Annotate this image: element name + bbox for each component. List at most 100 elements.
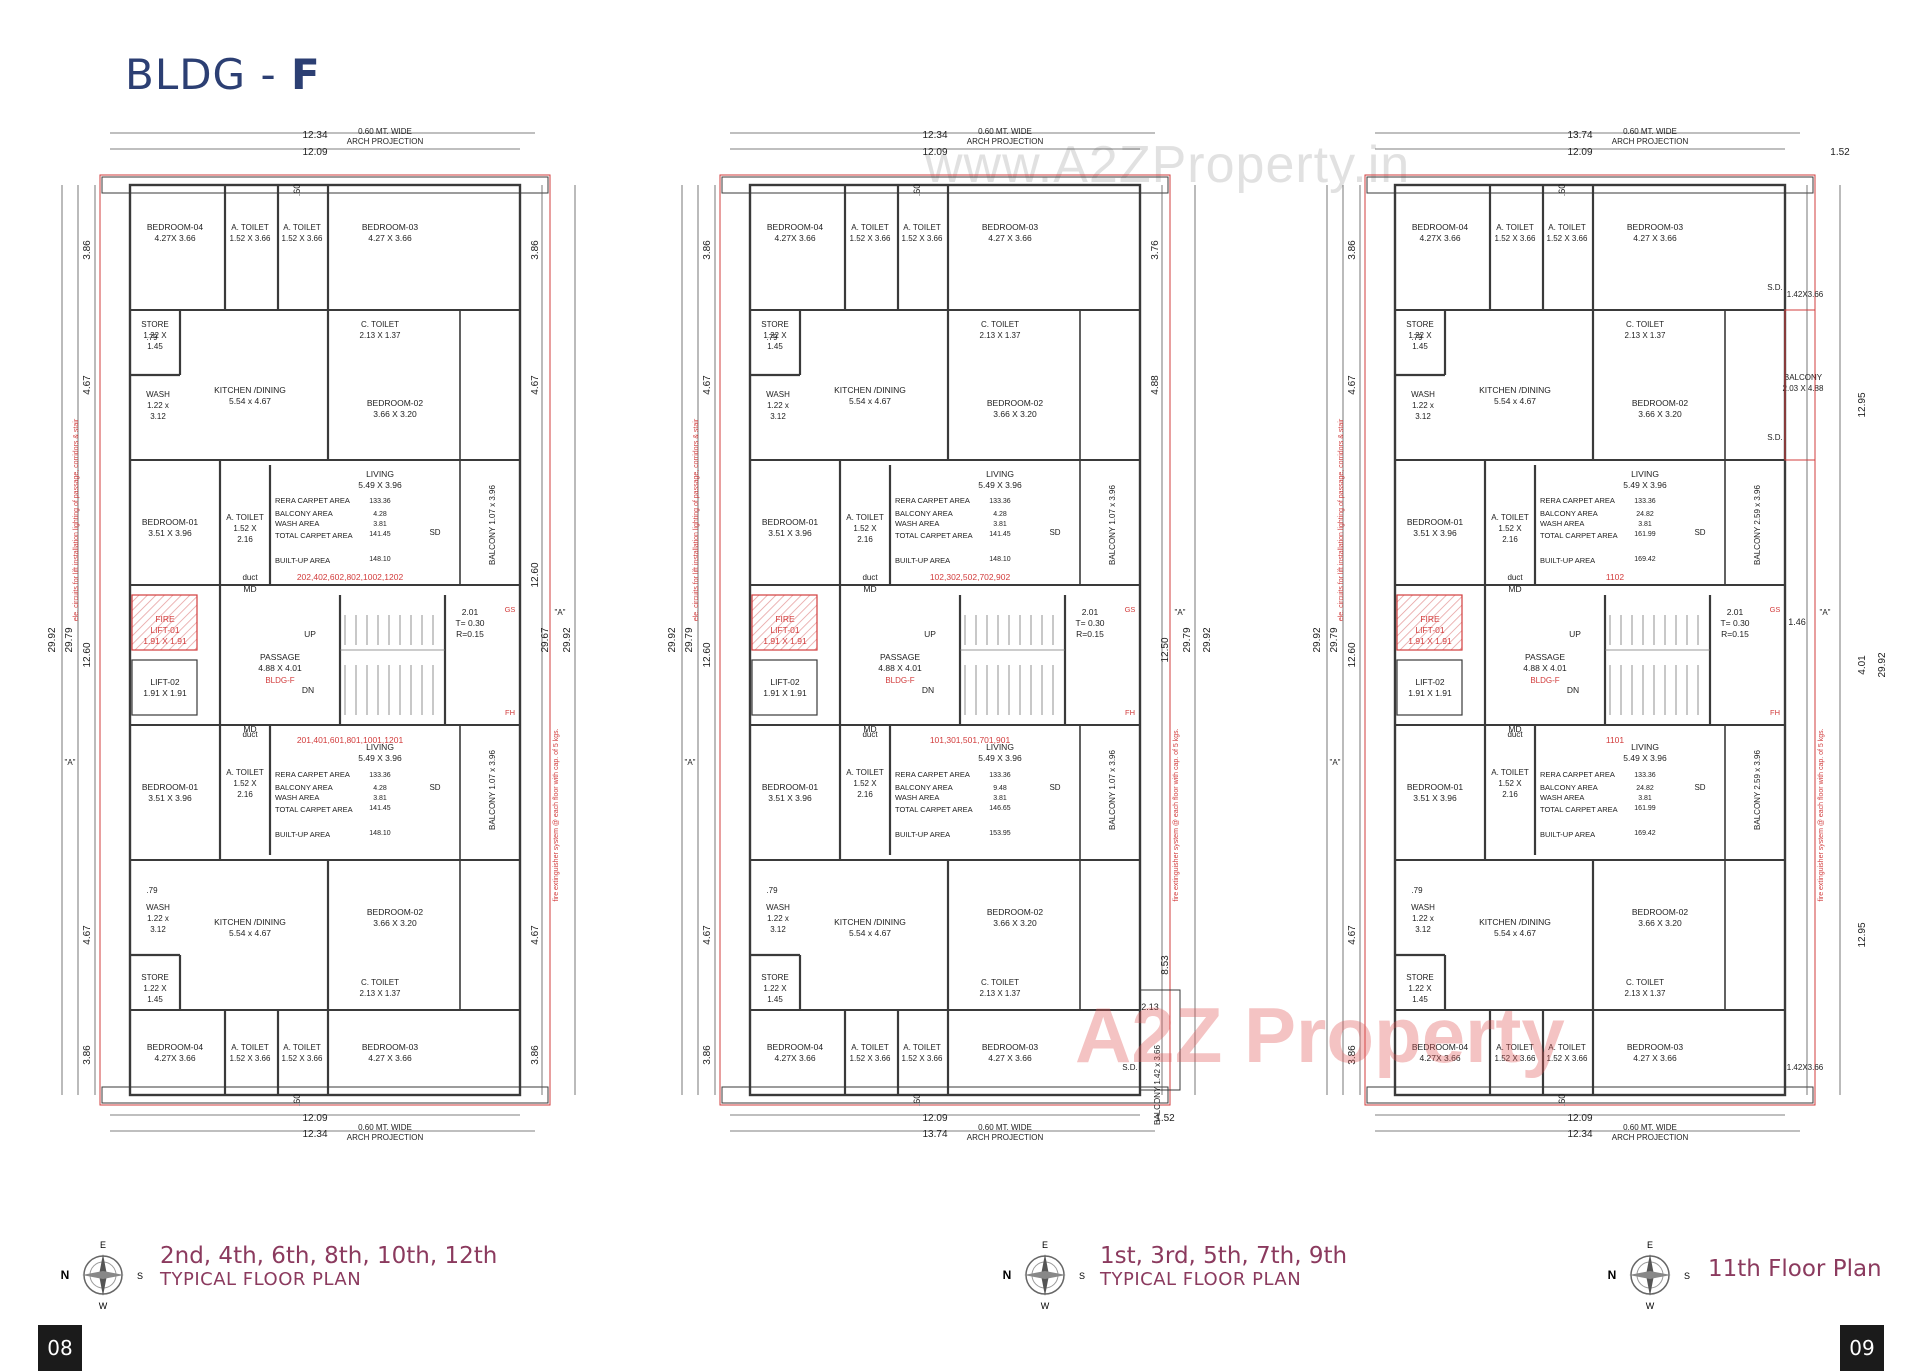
dimension-label: 4.67 [82,925,93,945]
room-label: KITCHEN /DINING [214,385,286,395]
dimension-label: 4.67 [1347,925,1358,945]
room-label: 1.52 X 3.66 [1547,1054,1588,1063]
duct-label: duct [862,573,878,582]
arch-projection [99,174,551,1106]
area-label: BALCONY AREA [275,783,333,792]
dimension-label: .60 [912,184,922,197]
room-label: STORE [1406,973,1433,982]
top-projection [1366,176,1814,194]
balcony-label: BALCONY 1.07 x 3.96 [488,750,497,830]
room-label: KITCHEN /DINING [834,917,906,927]
dimension-label: 29.92 [1877,652,1885,677]
compass-icon-middle: E W N S [1000,1240,1100,1315]
fh-label: FH [505,708,515,717]
room-label: 3.12 [770,412,786,421]
room-label: 3.12 [150,412,166,421]
room-label: 5.54 x 4.67 [229,396,271,406]
room-label: 5.54 x 4.67 [1494,396,1536,406]
room-label: BEDROOM-02 [1632,907,1688,917]
room-label: A. TOILET [226,768,264,777]
dimension-label: 1.52 [1830,147,1850,158]
lift-shaft-fire [131,594,198,651]
room-label: C. TOILET [361,978,399,987]
stair-label: UP [304,629,316,639]
room-label: WASH [766,390,790,399]
room-label: BEDROOM-03 [362,1042,418,1052]
area-value: 146.65 [989,805,1011,812]
section-marker: "A" [1329,758,1340,767]
room-label: 1.52 X [853,779,877,788]
room-label: 3.12 [770,925,786,934]
room-label: BEDROOM-01 [1407,782,1463,792]
dimension-label: 3.76 [1150,240,1161,260]
area-value: 161.99 [1634,805,1656,812]
room-label: 4.27 X 3.66 [368,1053,412,1063]
dimension-label: 3.86 [702,240,713,260]
dimension-label: 0.60 MT. WIDE [358,127,412,136]
room-label: A. TOILET [1491,768,1529,777]
area-label: WASH AREA [275,519,319,528]
area-value: 133.36 [369,772,391,779]
unit-numbers: 1101 [1606,735,1625,745]
svg-text:S: S [137,1271,143,1281]
dimension-label: ARCH PROJECTION [1612,1133,1689,1142]
room-label: 5.54 x 4.67 [849,928,891,938]
room-label: 1.22 X [143,331,167,340]
room-label: 1.45 [1412,342,1428,351]
door-label: S.D. [1122,1063,1138,1072]
svg-text:E: E [1647,1240,1653,1250]
lift-label: LIFT-02 [150,677,180,687]
room-label: 1.52 X [853,524,877,533]
dimension-label: 4.67 [530,925,541,945]
dimension-label: 1.46 [1788,617,1806,627]
stair-spec: 2.01 [462,607,479,617]
arch-projection [719,174,1171,1106]
room-label: A. TOILET [226,513,264,522]
area-value: 3.81 [993,521,1007,528]
room-label: A. TOILET [1548,1043,1586,1052]
svg-text:W: W [99,1301,108,1310]
room-label: BEDROOM-04 [147,222,203,232]
dimension-label: ARCH PROJECTION [967,1133,1044,1142]
door-label: MD [1508,584,1521,594]
room-label: A. TOILET [283,223,321,232]
balcony-label: BALCONY 1.07 x 3.96 [488,485,497,565]
door-label: S.D. [1767,433,1783,442]
dimension-label: 12.34 [922,130,947,141]
area-value: 161.99 [1634,531,1656,538]
balcony-outline [1784,309,1816,461]
dimension-label: .60 [292,1094,302,1107]
area-label: WASH AREA [1540,519,1584,528]
area-value: 24.82 [1636,785,1654,792]
room-label: 1.52 X 3.66 [230,1054,271,1063]
room-label: 3.66 X 3.20 [1638,918,1682,928]
area-value: 24.82 [1636,511,1654,518]
area-label: BUILT-UP AREA [895,830,950,839]
room-label: 1.52 X 3.66 [850,234,891,243]
lift-label: FIRE [155,614,175,624]
page-number-left: 08 [38,1325,82,1371]
area-label: TOTAL CARPET AREA [275,805,353,814]
svg-text:S: S [1079,1271,1085,1281]
room-label: 4.27 X 3.66 [988,233,1032,243]
dimension-label: 29.67 [540,627,551,652]
room-label: A. TOILET [851,223,889,232]
area-value: 3.81 [373,521,387,528]
dimension-label: ARCH PROJECTION [347,1133,424,1142]
arch-projection [1364,174,1816,1106]
room-label: 4.27X 3.66 [1419,233,1460,243]
room-label: 3.12 [1415,412,1431,421]
dimension-label: 12.60 [1347,642,1358,667]
room-label: 1.22 x [147,401,169,410]
room-label: A. TOILET [1496,1043,1534,1052]
room-label: 2.16 [1502,790,1518,799]
dimension-label: 29.79 [684,627,695,652]
room-label: 2.16 [237,535,253,544]
dimension-label: 13.74 [922,1129,947,1140]
room-label: BEDROOM-02 [1632,398,1688,408]
top-projection [721,176,1169,194]
